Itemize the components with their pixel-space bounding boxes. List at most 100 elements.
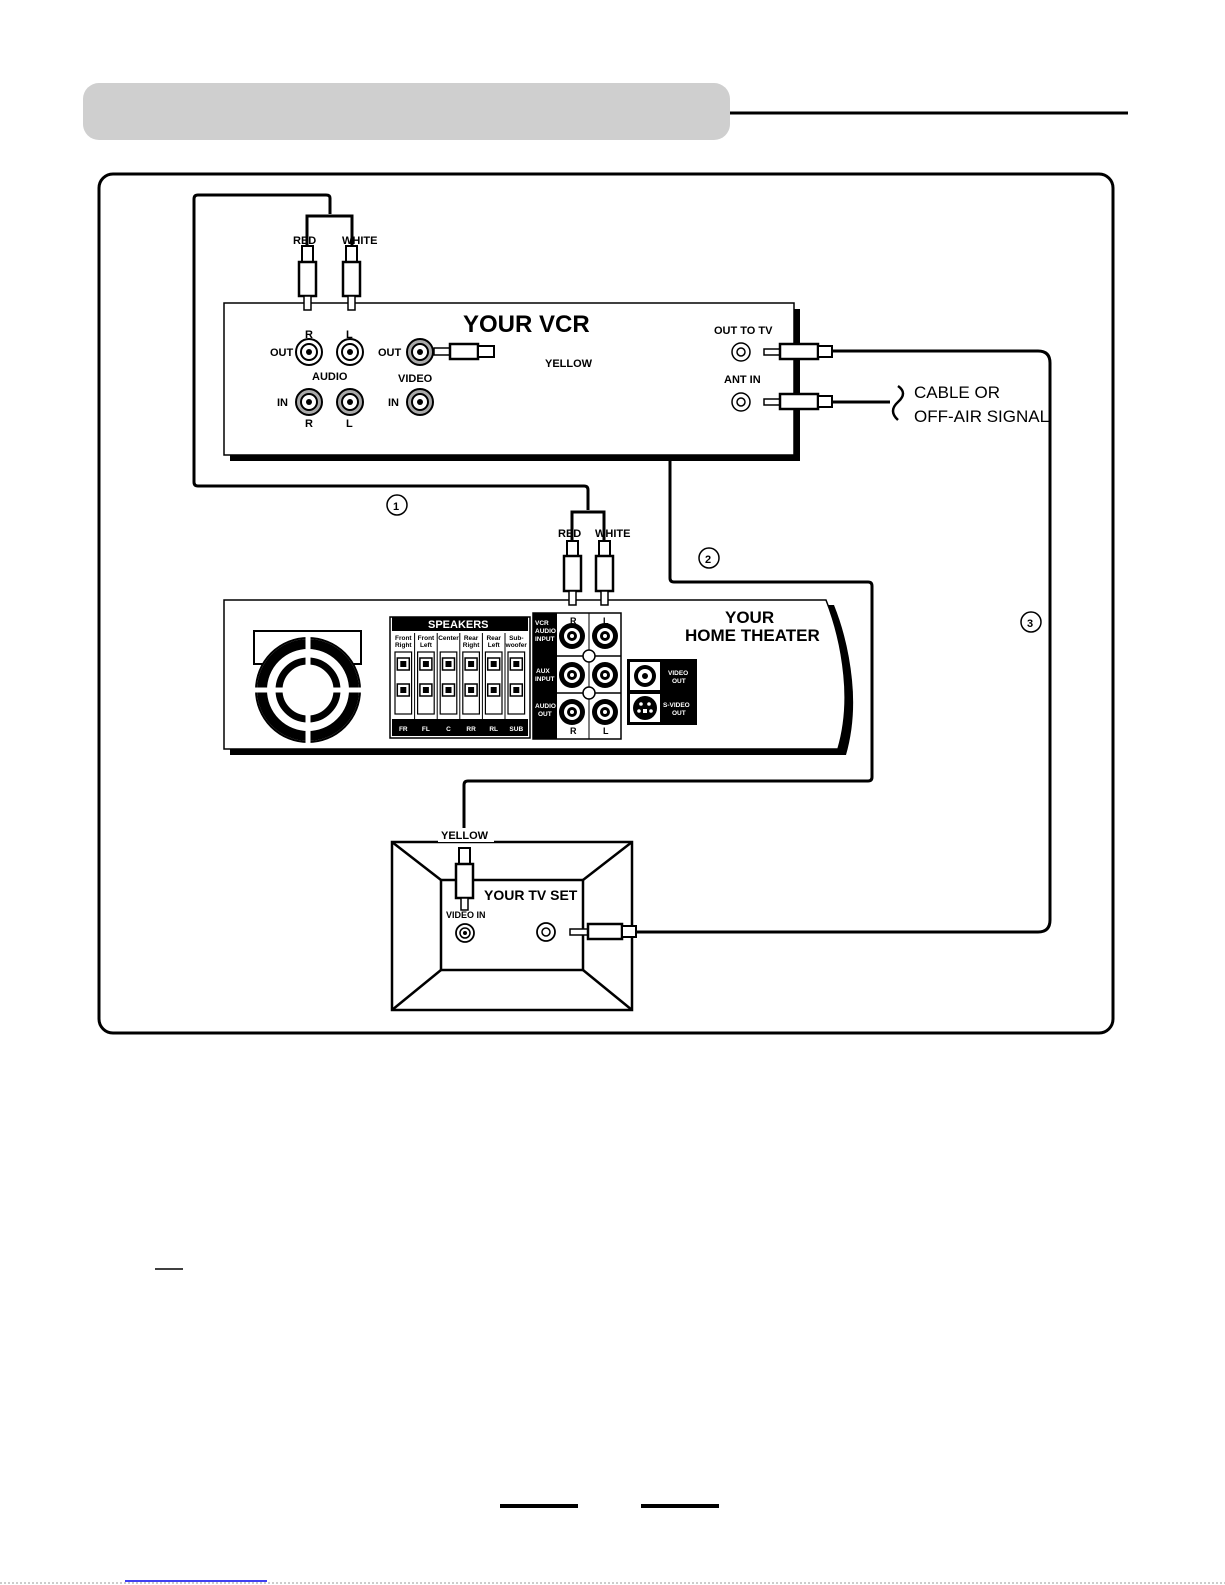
speaker-code-label: FR [399,726,408,733]
svg-text:3: 3 [1027,618,1033,630]
yellow-plug-tv [454,847,475,911]
vcr-audio-label: AUDIO [312,371,348,383]
vcr-out-to-tv-label: OUT TO TV [714,325,773,337]
rf-cable [636,349,1052,934]
speaker-header-line2: woofer [505,642,528,649]
theater-white-label: WHITE [595,528,630,540]
theater-r-label-bottom: R [570,726,577,736]
home-theater-title-line2: HOME THEATER [685,626,820,645]
speaker-header-line1: Sub- [509,635,523,642]
speaker-code-label: FL [422,726,430,733]
fan-vent-icon [253,630,363,745]
vcr-audio-l-label: L [346,329,353,341]
white-plug-theater [594,540,615,606]
vcr-audio-input-label-1: VCR [535,620,549,627]
vcr-audio-in-l-label: L [346,418,353,430]
vcr-audio-out-r-jack[interactable] [295,338,323,366]
vcr-ant-in-label: ANT IN [724,374,761,386]
svg-text:1: 1 [393,501,399,513]
vcr-video-in-jack[interactable] [406,388,434,416]
vcr-audio-input-r-jack[interactable] [559,623,585,649]
section-header-bar [83,83,730,140]
signal-label-line1: CABLE OR [914,383,1000,402]
vcr-audio-input-label-2: AUDIO [535,628,556,635]
theater-l-label-bottom: L [603,726,609,736]
speaker-header-line2: Left [420,642,433,649]
red-plug-theater [562,540,583,606]
rf-plug-out-to-tv [763,342,833,361]
speaker-header-line1: Front [395,635,412,642]
red-plug-vcr [297,245,318,311]
aux-input-l-jack[interactable] [592,662,618,688]
vcr-video-in-label: IN [388,397,399,409]
vcr-audio-in-label: IN [277,397,288,409]
tv-antenna-jack[interactable] [536,922,556,942]
aux-input-r-jack[interactable] [559,662,585,688]
vcr-video-out-label: OUT [378,347,402,359]
speaker-header-line1: Rear [486,635,501,642]
speaker-header-line2: Left [488,642,501,649]
rf-plug-tv [569,922,637,941]
s-video-out-label-2: OUT [672,710,686,717]
vcr-panel [223,302,795,456]
tv-video-in-label: VIDEO IN [446,910,486,920]
theater-audio-cable-fork [570,510,606,540]
audio-io-panel: VCR AUDIO INPUT AUX INPUT AUDIO OUT R L … [532,612,622,740]
audio-out-l-jack[interactable] [592,699,618,725]
diagram-frame [97,172,1115,1035]
speakers-title: SPEAKERS [428,619,489,631]
speaker-header-line1: Center [438,635,459,642]
vcr-audio-in-r-jack[interactable] [295,388,323,416]
theater-red-label: RED [558,528,581,540]
video-out-label-1: VIDEO [668,670,688,677]
speaker-header-line2: Right [463,642,480,649]
vcr-audio-in-l-jack[interactable] [336,388,364,416]
theater-s-video-out-jack[interactable] [633,696,657,720]
s-video-out-label-1: S-VIDEO [663,702,690,709]
vcr-audio-out-l-jack[interactable] [336,338,364,366]
audio-out-label-2: OUT [538,711,552,718]
vcr-title: YOUR VCR [463,311,590,338]
home-theater-title-line1: YOUR [725,608,774,627]
home-theater-unit: SPEAKERS FrontRightFRFrontLeftFLCenterCR… [223,599,854,755]
vcr-audio-input-label-3: INPUT [535,636,555,643]
vcr-audio-in-r-label: R [305,418,313,430]
vcr-video-out-jack[interactable] [406,338,434,366]
video-out-panel: VIDEO OUT S-VIDEO OUT [627,659,697,725]
yellow-plug-vcr [433,342,495,361]
speaker-code-label: RR [466,726,476,733]
vcr-white-label: WHITE [342,235,377,247]
speaker-header-line1: Front [418,635,435,642]
svg-text:2: 2 [705,554,711,566]
video-out-label-2: OUT [672,678,686,685]
step-1-marker: 1 [386,494,408,516]
audio-out-r-jack[interactable] [559,699,585,725]
vcr-audio-cable-fork [305,214,354,245]
audio-out-label-1: AUDIO [535,703,556,710]
tv-video-in-jack[interactable] [455,923,475,943]
vcr-ant-in-jack[interactable] [731,392,751,412]
speaker-code-label: C [446,726,451,733]
vcr-unit: YOUR VCR R L OUT AUDIO IN R L OU [223,302,800,461]
theater-l-label-top: L [603,616,609,626]
rf-plug-ant-in [763,392,833,411]
signal-wave-symbol [891,384,905,421]
vcr-audio-r-label: R [305,329,313,341]
vcr-out-to-tv-jack[interactable] [731,342,751,362]
speaker-header-line1: Rear [464,635,479,642]
tv-title: YOUR TV SET [484,887,578,903]
step-3-marker: 3 [1020,611,1042,633]
theater-video-out-jack[interactable] [634,665,656,687]
vcr-audio-input-l-jack[interactable] [592,623,618,649]
tv-yellow-label: YELLOW [441,830,489,842]
speaker-code-label: SUB [509,726,523,733]
step-2-marker: 2 [698,547,720,569]
vcr-video-label: VIDEO [398,373,433,385]
